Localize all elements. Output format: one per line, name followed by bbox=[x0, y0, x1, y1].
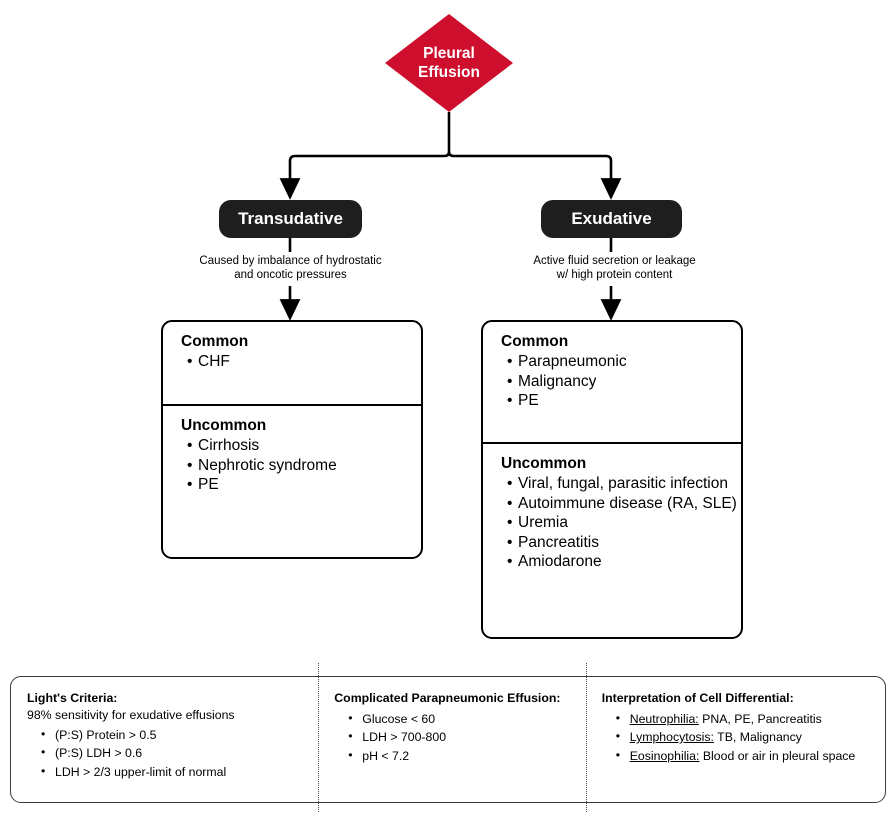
panel-title: Interpretation of Cell Differential: bbox=[601, 691, 794, 705]
list-item: PE bbox=[187, 475, 421, 495]
list-item: Eosinophilia: Blood or air in pleural sp… bbox=[616, 746, 873, 766]
section-transudative-common: Common CHF bbox=[163, 322, 421, 404]
panel-column-lights-criteria: Light's Criteria: 98% sensitivity for ex… bbox=[11, 677, 318, 802]
caption-transudative-line1: Caused by imbalance of hydrostatic bbox=[199, 255, 382, 267]
section-title: Common bbox=[501, 333, 569, 350]
list-item: CHF bbox=[187, 352, 421, 372]
list-item: (P:S) Protein > 0.5 bbox=[41, 725, 306, 745]
list-item: Parapneumonic bbox=[507, 352, 741, 372]
panel-list: (P:S) Protein > 0.5 (P:S) LDH > 0.6 LDH … bbox=[27, 725, 306, 782]
list-item: pH < 7.2 bbox=[348, 746, 573, 766]
list-item: Pancreatitis bbox=[507, 533, 741, 553]
cause-list-transudative-common: CHF bbox=[163, 352, 421, 382]
root-node-label-line1: Pleural bbox=[423, 45, 475, 62]
list-item: Uremia bbox=[507, 513, 741, 533]
term-label: Eosinophilia: bbox=[629, 748, 700, 763]
cause-list-exudative-common: Parapneumonic Malignancy PE bbox=[483, 352, 741, 421]
term-value: TB, Malignancy bbox=[713, 730, 802, 744]
panel-list: Glucose < 60 LDH > 700-800 pH < 7.2 bbox=[334, 709, 573, 766]
root-node-pleural-effusion[interactable]: Pleural Effusion bbox=[385, 14, 513, 112]
root-node-label: Pleural Effusion bbox=[385, 14, 513, 112]
section-exudative-common: Common Parapneumonic Malignancy PE bbox=[483, 322, 741, 442]
caption-transudative: Caused by imbalance of hydrostatic and o… bbox=[172, 254, 409, 282]
section-transudative-uncommon: Uncommon Cirrhosis Nephrotic syndrome PE bbox=[163, 404, 421, 556]
reference-panel: Light's Criteria: 98% sensitivity for ex… bbox=[10, 663, 886, 812]
list-item: (P:S) LDH > 0.6 bbox=[41, 743, 306, 763]
panel-title: Light's Criteria: bbox=[27, 691, 118, 705]
term-value: Blood or air in pleural space bbox=[699, 748, 856, 763]
node-transudative[interactable]: Transudative bbox=[219, 200, 362, 238]
panel-column-cell-differential: Interpretation of Cell Differential: Neu… bbox=[585, 663, 885, 812]
list-item: Neutrophilia: PNA, PE, Pancreatitis bbox=[616, 709, 873, 729]
panel-subtitle: 98% sensitivity for exudative effusions bbox=[27, 707, 235, 722]
causes-box-transudative: Common CHF Uncommon Cirrhosis Nephrotic … bbox=[161, 320, 423, 559]
caption-exudative-line1: Active fluid secretion or leakage bbox=[533, 255, 696, 267]
node-transudative-label: Transudative bbox=[238, 209, 343, 228]
list-item: Lymphocytosis: TB, Malignancy bbox=[616, 727, 873, 747]
node-exudative[interactable]: Exudative bbox=[541, 200, 682, 238]
panel-column-complicated-parapneumonic: Complicated Parapneumonic Effusion: Gluc… bbox=[318, 663, 585, 812]
list-item: PE bbox=[507, 391, 741, 411]
list-item: LDH > 2/3 upper-limit of normal bbox=[41, 762, 306, 782]
caption-exudative-line2: w/ high protein content bbox=[556, 269, 673, 281]
caption-exudative: Active fluid secretion or leakage w/ hig… bbox=[496, 254, 733, 282]
section-title: Uncommon bbox=[181, 417, 267, 434]
list-item: Autoimmune disease (RA, SLE) bbox=[507, 494, 741, 514]
cause-list-transudative-uncommon: Cirrhosis Nephrotic syndrome PE bbox=[163, 436, 421, 505]
list-item: Malignancy bbox=[507, 372, 741, 392]
term-label: Lymphocytosis: bbox=[629, 730, 714, 744]
list-item: Glucose < 60 bbox=[348, 709, 573, 729]
section-title: Uncommon bbox=[501, 455, 587, 472]
section-title: Common bbox=[181, 333, 249, 350]
causes-box-exudative: Common Parapneumonic Malignancy PE Uncom… bbox=[481, 320, 743, 639]
term-label: Neutrophilia: bbox=[629, 711, 699, 726]
node-exudative-label: Exudative bbox=[571, 209, 652, 228]
panel-title: Complicated Parapneumonic Effusion: bbox=[334, 691, 561, 705]
root-node-label-line2: Effusion bbox=[418, 64, 480, 81]
section-exudative-uncommon: Uncommon Viral, fungal, parasitic infect… bbox=[483, 442, 741, 636]
list-item: Cirrhosis bbox=[187, 436, 421, 456]
caption-transudative-line2: and oncotic pressures bbox=[234, 269, 347, 281]
list-item: LDH > 700-800 bbox=[348, 727, 573, 747]
list-item: Amiodarone bbox=[507, 552, 741, 572]
panel-list: Neutrophilia: PNA, PE, Pancreatitis Lymp… bbox=[602, 709, 873, 766]
list-item: Viral, fungal, parasitic infection bbox=[507, 474, 741, 494]
cause-list-exudative-uncommon: Viral, fungal, parasitic infection Autoi… bbox=[483, 474, 741, 582]
list-item: Nephrotic syndrome bbox=[187, 456, 421, 476]
term-value: PNA, PE, Pancreatitis bbox=[698, 711, 822, 726]
